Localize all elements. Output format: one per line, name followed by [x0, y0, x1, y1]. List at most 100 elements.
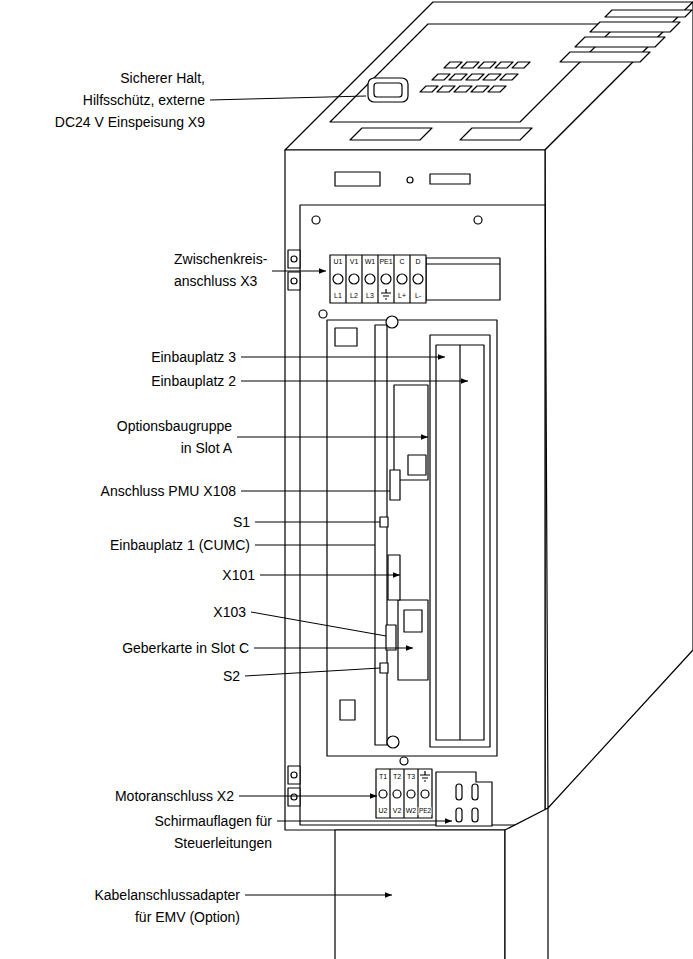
fixture-hole — [291, 256, 297, 262]
switch-s2 — [380, 663, 388, 673]
callout-label: Motoranschluss X2 — [115, 785, 234, 807]
ground-symbol — [381, 289, 391, 299]
board-part — [340, 700, 355, 720]
fixture — [288, 788, 300, 806]
terminal-label: L3 — [366, 292, 375, 300]
terminal-screw — [349, 274, 359, 284]
switch-s1 — [380, 517, 388, 527]
terminal-screw — [421, 790, 429, 798]
leader-line — [241, 491, 390, 492]
x101-connector — [388, 555, 400, 600]
cumc-board-edge — [375, 325, 387, 745]
screw-hole — [400, 757, 408, 765]
fixture-hole — [291, 278, 297, 284]
callout-label: S2 — [223, 665, 240, 687]
terminal-label: V1 — [349, 258, 359, 266]
callout-label: Zwischenkreis- anschluss X3 — [174, 248, 274, 292]
callout-label: Kabelanschlussadapter für EMV (Option) — [88, 884, 240, 928]
keypad — [420, 62, 530, 92]
terminal-screw — [333, 274, 343, 284]
terminal-label: W2 — [405, 807, 417, 815]
slot-opening — [350, 128, 432, 140]
x9-connector-inner — [374, 83, 402, 97]
screw-hole — [474, 216, 482, 224]
leader-line — [237, 437, 428, 438]
fixture — [288, 766, 300, 784]
terminal-label: L1 — [334, 292, 343, 300]
terminal-label: D — [415, 258, 421, 266]
terminal-label: U1 — [333, 258, 343, 266]
leader-line — [255, 545, 375, 546]
terminal-label: V2 — [392, 807, 402, 815]
terminal-label: T1 — [378, 773, 387, 781]
fixture — [288, 250, 300, 268]
x103-connector — [386, 625, 396, 650]
terminal-label: L- — [414, 292, 421, 300]
slot-opening — [460, 128, 532, 140]
option-module-slot-a — [394, 385, 428, 480]
terminal-label: T3 — [406, 773, 415, 781]
leader-line — [241, 381, 468, 382]
terminal-screw — [379, 790, 387, 798]
terminal-label: C — [399, 258, 405, 266]
terminal-label: PE2 — [418, 807, 431, 815]
front-recess — [300, 205, 545, 825]
terminal-label: T2 — [392, 773, 401, 781]
callout-label: Geberkarte in Slot C — [122, 637, 249, 659]
terminal-cover-edge — [426, 263, 500, 264]
leader-line — [245, 895, 392, 896]
slot-2-3 — [436, 345, 484, 740]
callout-label: Einbauplatz 3 — [151, 346, 236, 368]
leader-line — [272, 271, 326, 272]
encoder-card-connector — [404, 610, 422, 632]
shield-clamp — [456, 808, 462, 822]
callout-label: Einbauplatz 2 — [151, 370, 236, 392]
callout-label: Schirmauflagen für Steuerleitungen — [146, 810, 272, 854]
terminal-screw — [381, 274, 391, 284]
motor-terminal-block — [376, 769, 432, 818]
terminal-screw — [393, 790, 401, 798]
slot-rack — [430, 335, 490, 747]
callout-label: Anschluss PMU X108 — [101, 480, 236, 502]
fixing-screw — [387, 736, 399, 748]
terminal-screw — [407, 790, 415, 798]
terminal-label: L2 — [350, 292, 359, 300]
callout-label: Einbauplatz 1 (CUMC) — [110, 534, 250, 556]
callout-label: S1 — [233, 511, 250, 533]
terminal-screw — [397, 274, 407, 284]
terminal-label: PE1 — [379, 258, 393, 266]
vent-slat — [590, 22, 680, 32]
slot-divider — [459, 345, 460, 740]
encoder-card-slot-c — [398, 600, 428, 680]
x9-connector — [368, 78, 408, 102]
vent-slat — [605, 10, 692, 17]
leader-line — [277, 821, 452, 822]
ground-symbol — [420, 771, 430, 781]
shield-clamp — [472, 808, 478, 822]
shield-clamp — [456, 784, 462, 800]
option-module-connector — [408, 455, 426, 475]
x108-connector — [390, 470, 400, 500]
callout-label: X103 — [213, 601, 246, 623]
housing-front — [285, 150, 545, 830]
leader-line — [255, 522, 380, 523]
leader-line — [251, 612, 386, 636]
callout-label: Sicherer Halt, Hilfsschütz, externe DC24… — [49, 67, 205, 133]
vent-slat — [560, 52, 650, 62]
terminal-label: L+ — [398, 292, 407, 300]
callout-label: Optionsbaugruppe in Slot A — [114, 415, 232, 459]
front-slot — [335, 172, 380, 186]
screw-hole — [312, 216, 320, 224]
shield-clamp — [472, 784, 478, 800]
leader-line — [245, 668, 380, 676]
fixture — [288, 272, 300, 290]
screw-hole — [319, 310, 327, 318]
terminal-label: U2 — [378, 807, 388, 815]
shield-clamp-plate — [436, 772, 492, 826]
leader-line — [239, 796, 377, 797]
fixture-hole — [291, 772, 297, 778]
front-hole — [407, 177, 413, 183]
terminal-dividers — [346, 255, 410, 303]
vent-slat — [575, 37, 665, 47]
